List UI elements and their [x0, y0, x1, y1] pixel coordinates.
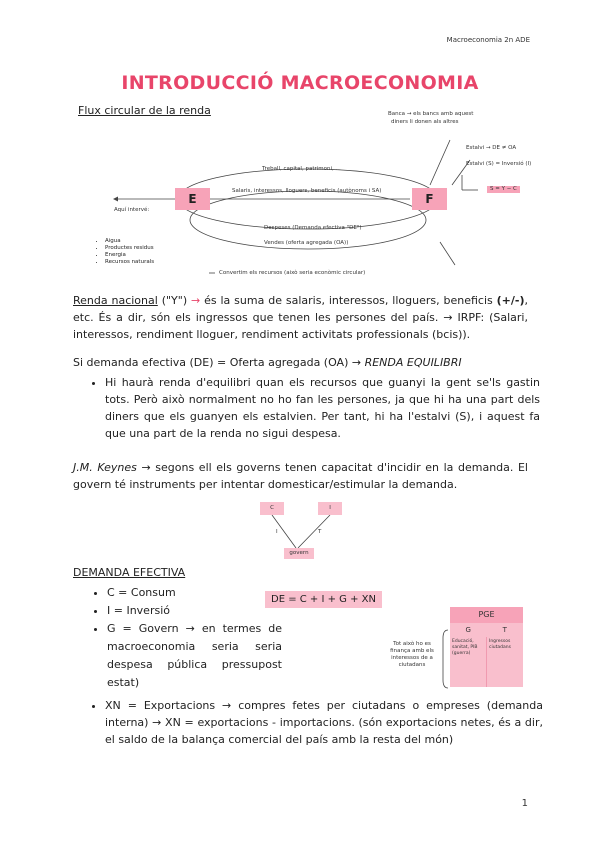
- xn-list: XN = Exportacions → compres fetes per ci…: [85, 697, 543, 748]
- interve-item: Aigua: [105, 238, 154, 245]
- bank-note-line-1: Banca → els bancs amb aquest: [388, 111, 474, 117]
- estalvi-inversio-note: Estalvi (S) = Inversió (I): [466, 161, 532, 167]
- interve-list: Aigua Productes residus Energia Recursos…: [93, 238, 154, 266]
- mini-i-box: I: [318, 502, 342, 515]
- keynes-text: → segons ell els governs tenen capacitat…: [73, 461, 528, 491]
- pge-bracket: [442, 629, 449, 689]
- bank-note-line-2: diners li donen als altres: [391, 119, 459, 125]
- demanda-item: C = Consum: [107, 584, 282, 602]
- lower-arc-label-2: Vendes (oferta agregada (OA)): [264, 240, 349, 246]
- page-title: INTRODUCCIÓ MACROECONOMIA: [121, 72, 479, 94]
- pge-col-t: T: [486, 623, 523, 637]
- renda-sign: (+/-): [496, 294, 525, 307]
- xn-item: XN = Exportacions → compres fetes per ci…: [105, 697, 543, 748]
- lower-arc-label-1: Despeses (Demanda efectiva "DE"): [264, 225, 362, 231]
- equilibri-line: Si demanda efectiva (DE) = Oferta agrega…: [73, 354, 528, 371]
- diagram-subtitle: Flux circular de la renda: [78, 104, 211, 117]
- left-arrowhead: [113, 196, 118, 202]
- demanda-list: C = Consum I = Inversió G = Govern → en …: [87, 584, 282, 692]
- mini-right-label: T: [318, 529, 322, 535]
- renda-text-1: és la suma de salaris, interessos, llogu…: [200, 294, 497, 307]
- de-formula: DE = C + I + G + XN: [265, 591, 382, 608]
- keynes-name: J.M. Keynes: [73, 461, 137, 474]
- mini-govern-box: govern: [284, 548, 314, 559]
- aqui-interve-label: Aquí intervé:: [114, 207, 150, 213]
- pge-cell-t: Ingressos ciutadans: [487, 637, 523, 687]
- pge-title: PGE: [450, 607, 523, 623]
- top-arc-label: Treball, capital, patrimoni, ...: [262, 166, 341, 172]
- s-equation-badge: S = Y − C: [487, 186, 520, 193]
- middle-line-label: Salaris, interessos, lloguers, beneficis…: [232, 188, 382, 194]
- keynes-paragraph: J.M. Keynes → segons ell els governs ten…: [73, 459, 528, 493]
- mini-c-box: C: [260, 502, 284, 515]
- equilibri-bullet: Hi haurà renda d'equilibri quan els recu…: [105, 374, 540, 442]
- pge-table: PGE G T Educació, sanitat, PIB (guerra) …: [450, 607, 523, 687]
- renda-text-2: , etc. És a dir, són els ingressos que t…: [73, 294, 528, 341]
- lower-flow-arc: [189, 190, 427, 250]
- demanda-heading: DEMANDA EFECTIVA: [73, 566, 186, 579]
- interve-item: Energia: [105, 252, 154, 259]
- pge-cell-g: Educació, sanitat, PIB (guerra): [450, 637, 487, 687]
- course-header: Macroeconomia 2n ADE: [446, 36, 530, 44]
- equilibri-bullets: Hi haurà renda d'equilibri quan els recu…: [85, 374, 540, 442]
- estalvi-de-note: Estalvi → DE ≠ OA: [466, 145, 517, 151]
- node-e: E: [175, 188, 210, 210]
- equilibri-text: Si demanda efectiva (DE) = Oferta agrega…: [73, 356, 365, 369]
- equilibri-italic: RENDA EQUILIBRI: [364, 356, 462, 369]
- demanda-item: G = Govern → en termes de macroeconomia …: [107, 620, 282, 692]
- renda-nacional-paragraph: Renda nacional ("Y") → és la suma de sal…: [73, 292, 528, 343]
- interve-item: Recursos naturals: [105, 259, 154, 266]
- renda-y: ("Y"): [161, 294, 188, 307]
- mini-left-label: I: [276, 529, 278, 535]
- renda-arrow: →: [191, 294, 201, 307]
- bottom-note: Convertim els recursos (això seria econò…: [219, 270, 366, 276]
- demanda-item: I = Inversió: [107, 602, 282, 620]
- page-number: 1: [521, 798, 528, 809]
- node-f: F: [412, 188, 447, 210]
- pge-side-note: Tot això ho es finança amb els interesso…: [390, 641, 434, 668]
- interve-item: Productes residus: [105, 245, 154, 252]
- pge-col-g: G: [450, 623, 487, 637]
- renda-term: Renda nacional: [73, 294, 158, 307]
